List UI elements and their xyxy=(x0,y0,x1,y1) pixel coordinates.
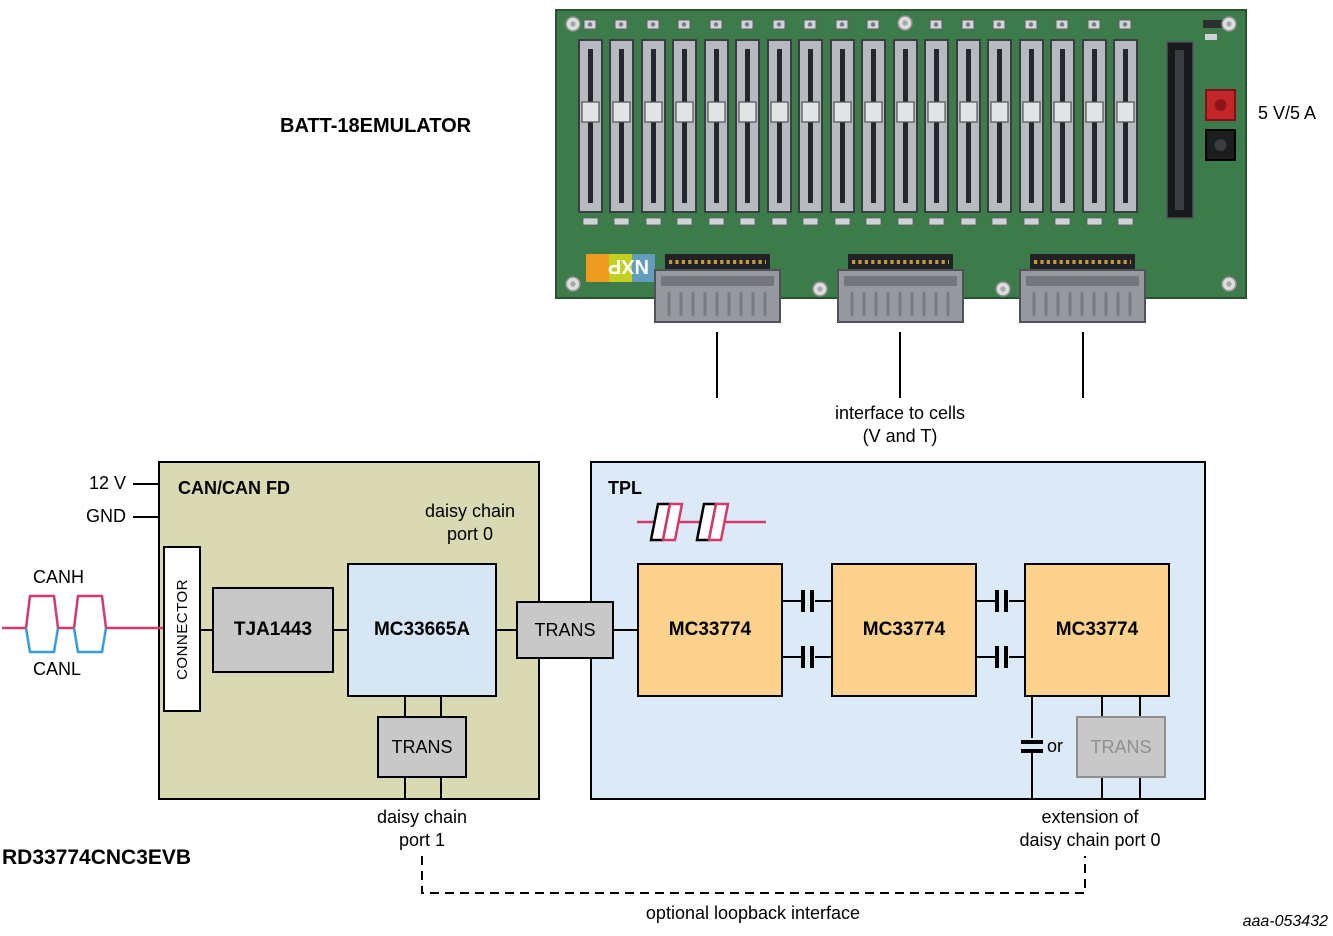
can-waveform xyxy=(2,594,163,654)
power-rating-label: 5 V/5 A xyxy=(1258,103,1317,123)
batt-18emulator-board-photo: NXP xyxy=(555,9,1247,324)
loopback-dashed-line xyxy=(421,856,1086,894)
tja1443-label: TJA1443 xyxy=(233,619,313,640)
gnd-label: GND xyxy=(86,506,126,526)
trans-mid-label: TRANS xyxy=(534,619,596,640)
board-name-label: RD33774CNC3EVB xyxy=(2,846,192,869)
tja1443-block: TJA1443 xyxy=(212,587,334,673)
daisy-chain-port0-caption: daisy chain port 0 xyxy=(424,501,516,544)
connector-label: CONNECTOR xyxy=(173,578,191,680)
supply-ticks xyxy=(133,483,159,518)
edge-connector-vertical xyxy=(1166,41,1194,219)
document-id: aaa-053432 xyxy=(1242,913,1328,930)
extension-daisy-port0-caption: extension of daisy chain port 0 xyxy=(1019,807,1161,850)
red-banana-jack xyxy=(1205,89,1236,121)
canl-label: CANL xyxy=(33,659,82,679)
mc33774-block-1: MC33774 xyxy=(637,563,783,697)
power-jacks xyxy=(1203,20,1236,161)
mc33774-block-2: MC33774 xyxy=(831,563,977,697)
canh-label: CANH xyxy=(33,567,85,587)
mc33774-block-3: MC33774 xyxy=(1024,563,1170,697)
interface-to-cells-caption: interface to cells (V and T) xyxy=(834,403,966,446)
mc33774-label-1: MC33774 xyxy=(668,619,752,640)
board-photo-label: BATT-18EMULATOR xyxy=(280,115,472,137)
trans-port1-label: TRANS xyxy=(391,736,453,757)
trans-mid-block: TRANS xyxy=(516,601,614,659)
mc33665a-block: MC33665A xyxy=(347,563,497,697)
trans-optional-block: TRANS xyxy=(1076,716,1166,778)
cell-interface-connectors xyxy=(653,252,1147,324)
supply-12v-label: 12 V xyxy=(88,473,126,493)
or-label: or xyxy=(1047,736,1064,756)
connector-block: CONNECTOR xyxy=(163,546,201,712)
nxp-logo: NXP xyxy=(586,254,655,282)
mc33774-label-3: MC33774 xyxy=(1055,619,1139,640)
svg-text:NXP: NXP xyxy=(608,255,649,277)
trans-port1-block: TRANS xyxy=(377,716,467,778)
tpl-section-title: TPL xyxy=(608,478,642,498)
connector-drop-lines xyxy=(716,332,1084,398)
mc33665a-label: MC33665A xyxy=(373,619,471,640)
mc33774-label-2: MC33774 xyxy=(862,619,946,640)
can-section-title: CAN/CAN FD xyxy=(178,478,290,498)
trans-optional-label: TRANS xyxy=(1090,736,1152,757)
daisy-chain-port1-caption: daisy chain port 1 xyxy=(376,807,468,850)
loopback-caption: optional loopback interface xyxy=(645,903,861,923)
